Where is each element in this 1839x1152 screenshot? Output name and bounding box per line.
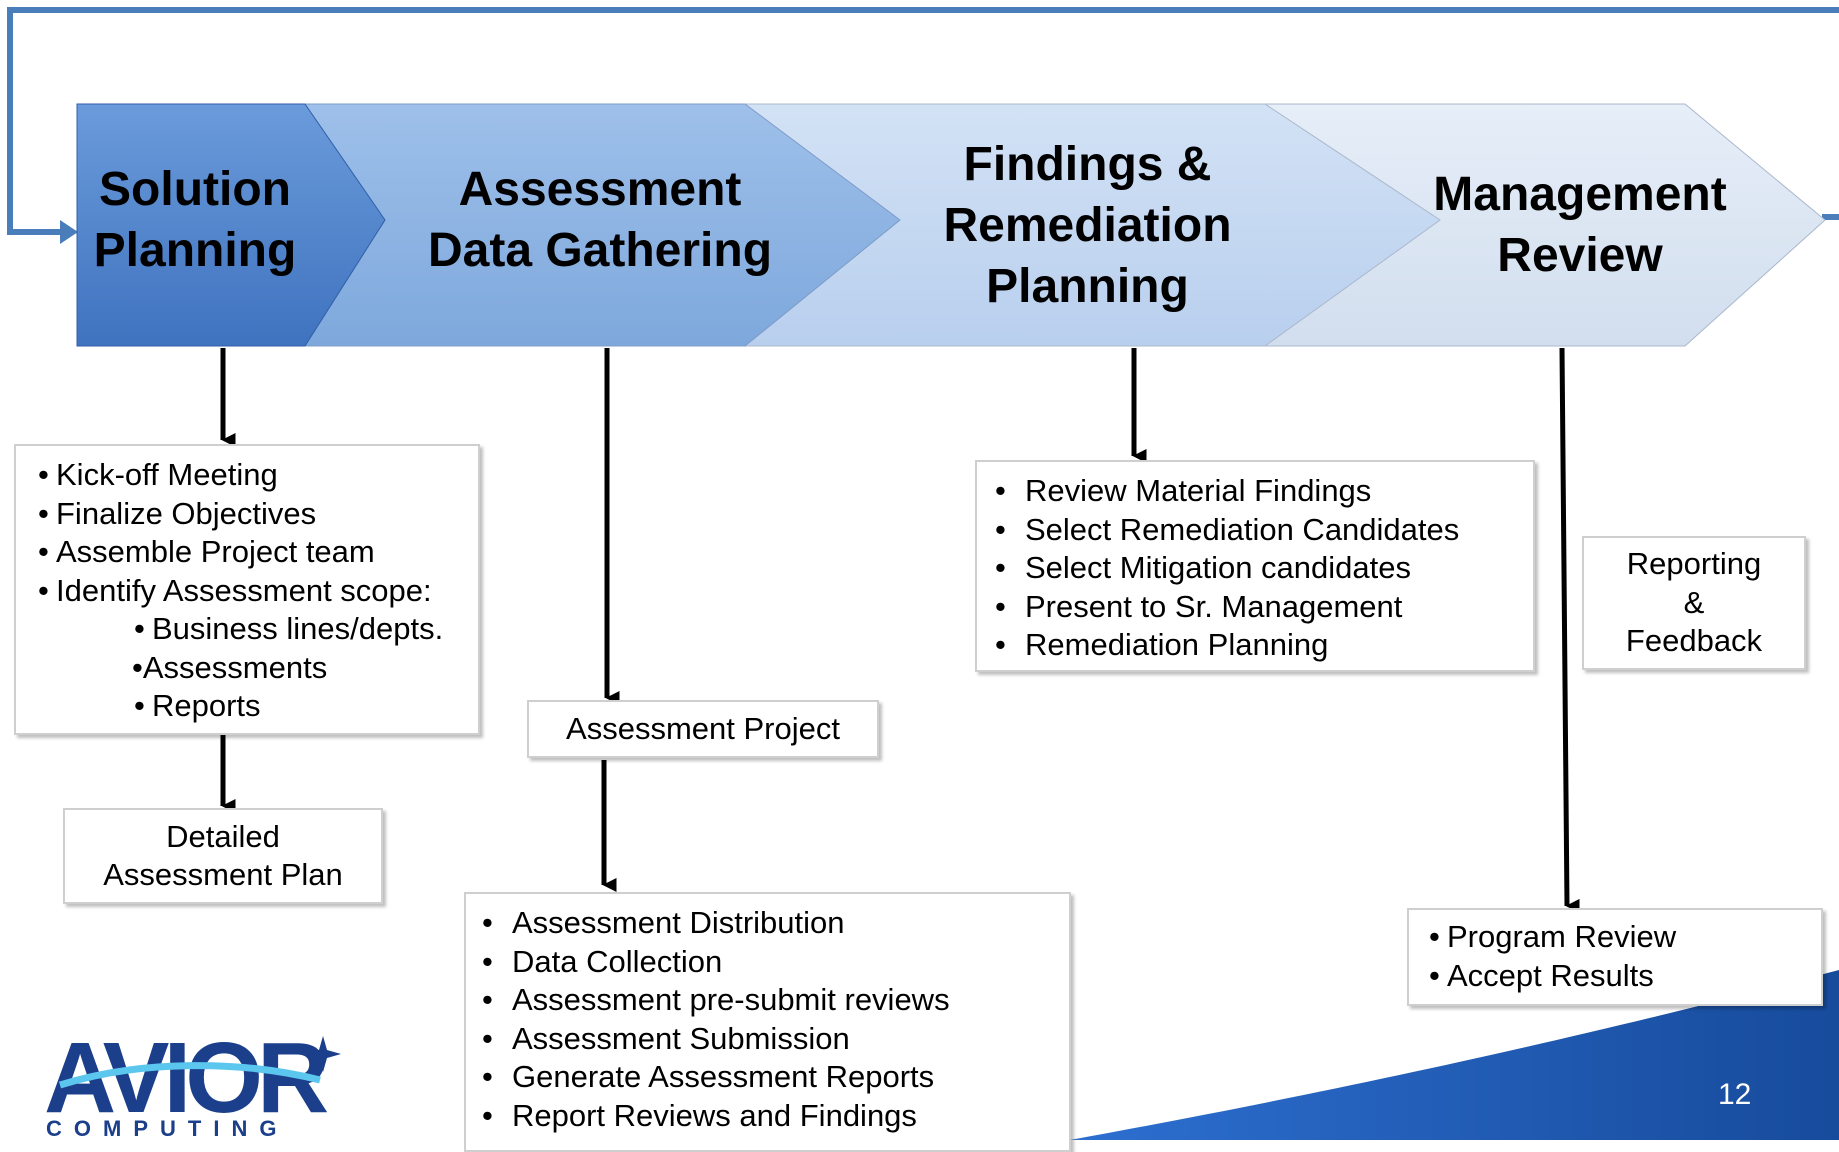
solution-planning-box: Kick-off Meeting Finalize Objectives Ass… [14, 444, 480, 735]
data-gathering-box: Assessment Distribution Data Collection … [464, 892, 1071, 1152]
stage-label-findings-remediation: Findings & Remediation Planning [943, 137, 1232, 313]
list-item: Remediation Planning [995, 626, 1533, 665]
stage-label-solution-planning: Solution Planning [93, 163, 297, 277]
list-item: Select Remediation Candidates [995, 511, 1533, 550]
stage-1-shape [76, 103, 386, 347]
program-review-box: Program Review Accept Results [1407, 908, 1823, 1006]
list-item: Program Review [1429, 918, 1821, 957]
list-subitem: •Assessments [132, 649, 328, 685]
list-item: Select Mitigation candidates [995, 549, 1533, 588]
loop-arrowhead [60, 220, 78, 244]
list-item: Assessment pre-submit reviews [482, 981, 1069, 1020]
list-item: Data Collection [482, 943, 1069, 982]
list-item: Assessment Distribution [482, 904, 1069, 943]
list-subitem: Business lines/depts. [134, 610, 478, 649]
findings-box: Review Material Findings Select Remediat… [975, 460, 1535, 672]
list-item: Assemble Project team [38, 533, 478, 572]
assessment-project-box: Assessment Project [527, 700, 879, 758]
list-item: Review Material Findings [995, 472, 1533, 511]
list-item: Finalize Objectives [38, 495, 478, 534]
page-number: 12 [1718, 1078, 1752, 1111]
stage-label-assessment-data-gathering: Assessment Data Gathering [427, 163, 773, 277]
loop-line [7, 7, 1839, 235]
corner-swoosh [1070, 970, 1839, 1140]
list-item: Report Reviews and Findings [482, 1097, 1069, 1136]
list-item: Kick-off Meeting [38, 456, 478, 495]
list-item: Assessment Submission [482, 1020, 1069, 1059]
detailed-assessment-plan-box: Detailed Assessment Plan [63, 808, 383, 904]
list-item: Identify Assessment scope: [38, 572, 478, 611]
reporting-feedback-box: Reporting & Feedback [1582, 536, 1806, 670]
arrow-management-to-list [1559, 347, 1580, 913]
list-subitem: Reports [134, 687, 478, 726]
list-item: Present to Sr. Management [995, 588, 1533, 627]
list-item: Accept Results [1429, 957, 1821, 996]
list-item: Generate Assessment Reports [482, 1058, 1069, 1097]
stage-label-management-review: Management Review [1433, 168, 1727, 282]
